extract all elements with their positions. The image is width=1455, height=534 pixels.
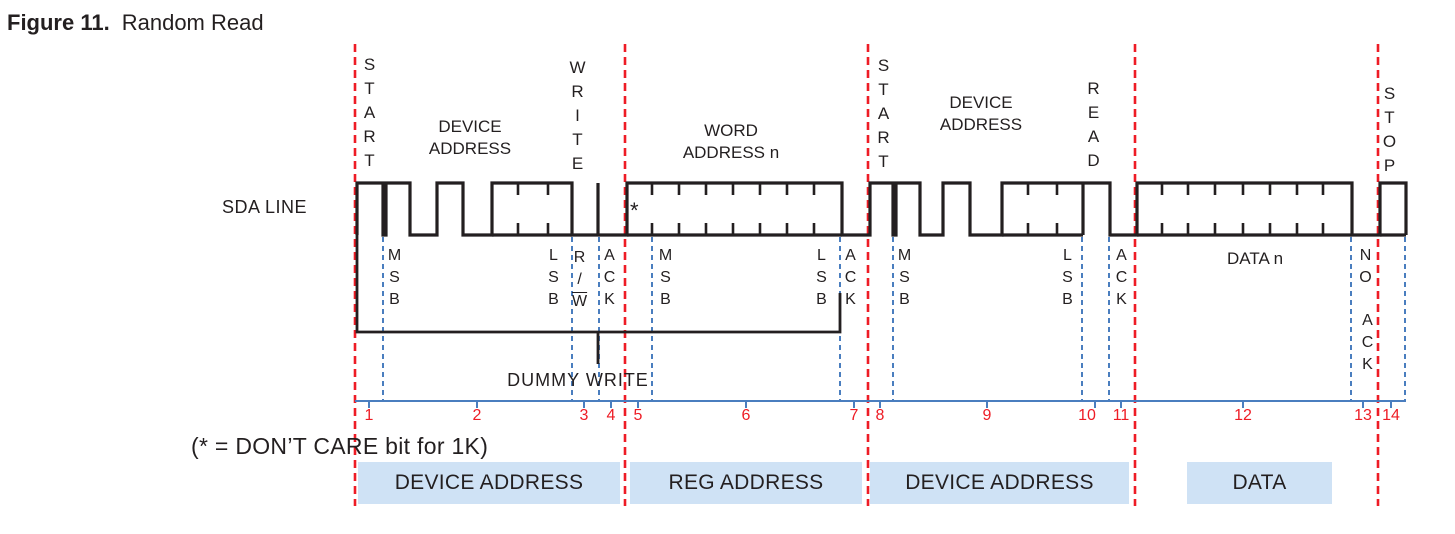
bit-number-10: 10 <box>1078 407 1096 424</box>
bit-number-7: 7 <box>849 407 859 424</box>
figure-number: Figure 11. <box>7 10 110 35</box>
dont-care-asterisk: * <box>630 198 639 223</box>
bit-number-8: 8 <box>875 407 885 424</box>
bit-number-4: 4 <box>606 407 616 424</box>
bit-number-2: 2 <box>472 407 482 424</box>
region-box-data: DATA <box>1187 462 1332 504</box>
dont-care-footnote: (* = DON’T CARE bit for 1K) <box>191 433 489 459</box>
device-address2-label: DEVICE ADDRESS <box>939 93 1023 134</box>
dev2-msb-label: MSB <box>896 247 913 313</box>
sda-bit-ticks <box>516 184 1325 234</box>
bit-number-13: 13 <box>1354 407 1372 424</box>
bit-number-14: 14 <box>1382 407 1400 424</box>
bit-number-9: 9 <box>982 407 992 424</box>
bit-number-11: 11 <box>1112 407 1130 424</box>
region-box-reg-address: REG ADDRESS <box>630 462 862 504</box>
ack3-label: ACK <box>1113 247 1130 313</box>
ack1-label: ACK <box>601 247 618 313</box>
word-lsb-label: LSB <box>813 247 830 313</box>
no-label: NO <box>1357 247 1374 291</box>
red-boundary-dashed-lines <box>353 44 1380 506</box>
stop-label: STOP <box>1380 84 1399 180</box>
word-address-label: WORD ADDRESS n <box>682 121 780 162</box>
write-label: WRITE <box>568 58 587 178</box>
rw-bit-label: R / W <box>572 247 587 313</box>
figure-title: Random Read <box>121 10 264 35</box>
sda-line-label: SDA LINE <box>222 197 308 217</box>
dev2-lsb-label: LSB <box>1059 247 1076 313</box>
sda-waveform <box>355 181 1408 237</box>
read-label: READ <box>1084 79 1103 175</box>
dev1-lsb-label: LSB <box>545 247 562 313</box>
rw-slash: / <box>577 271 582 288</box>
region-box-device-address-2: DEVICE ADDRESS <box>870 462 1129 504</box>
bit-number-6: 6 <box>741 407 751 424</box>
region-box-device-address-1: DEVICE ADDRESS <box>358 462 620 504</box>
dummy-write-label: DUMMY WRITE <box>507 370 649 390</box>
no-ack-label: ACK <box>1359 312 1376 378</box>
figure-caption: Figure 11. Random Read <box>7 10 264 36</box>
bit-number-1: 1 <box>364 407 374 424</box>
device-address1-label: DEVICE ADDRESS <box>428 117 512 158</box>
rw-r: R <box>573 249 586 266</box>
start2-label: START <box>874 56 893 176</box>
ack2-label: ACK <box>842 247 859 313</box>
sda-bit-separators <box>596 183 1085 235</box>
dummy-write-bracket <box>355 235 842 364</box>
bit-number-12: 12 <box>1234 407 1252 424</box>
word-msb-label: MSB <box>657 247 674 313</box>
data-n-label: DATA n <box>1226 249 1284 268</box>
bit-number-3: 3 <box>579 407 589 424</box>
rw-w-bar: W <box>572 293 588 310</box>
dev1-msb-label: MSB <box>386 247 403 313</box>
start1-label: START <box>360 55 379 175</box>
bit-number-5: 5 <box>633 407 643 424</box>
bit-number-ruler <box>355 400 1406 408</box>
